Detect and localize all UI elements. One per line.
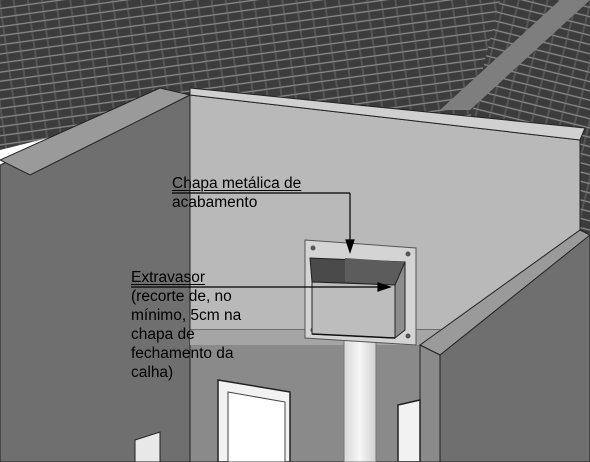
- label-overflow-line2: (recorte de, no: [131, 288, 232, 305]
- label-overflow-line1: Extravasor: [131, 269, 206, 286]
- window-frames: [134, 379, 421, 462]
- right-wall: [419, 229, 590, 462]
- left-wall: [0, 87, 192, 462]
- overflow-box: [309, 257, 406, 340]
- label-overflow: Extravasor (recorte de, no mínimo, 5cm na c…: [131, 268, 241, 382]
- label-metal-plate: Chapa metálica de acabamento: [172, 174, 301, 212]
- label-overflow-line3: mínimo, 5cm na: [131, 307, 242, 324]
- label-overflow-line5: fechamento da: [131, 345, 234, 362]
- label-overflow-line6: calha): [131, 364, 174, 381]
- label-metal-plate-line1: Chapa metálica de: [172, 175, 302, 192]
- label-metal-plate-line2: acabamento: [172, 194, 258, 211]
- downspout-pipe: [343, 329, 377, 462]
- leader-lines: [131, 192, 392, 292]
- label-overflow-line4: chapa de: [131, 326, 195, 343]
